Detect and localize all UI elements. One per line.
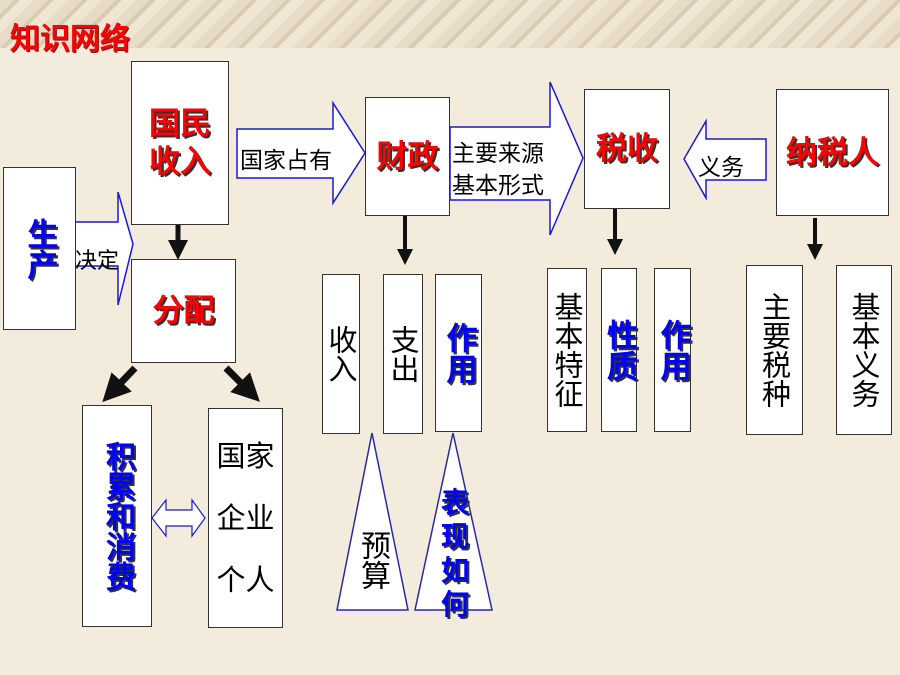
- node-tax-role: 作用: [654, 268, 691, 432]
- triangle-manifestation: [414, 432, 493, 611]
- label-budget: 预算: [355, 530, 390, 590]
- node-tax-features: 基本特征: [547, 268, 587, 432]
- node-tax: 税收: [584, 89, 670, 209]
- label-main-source: 主要来源: [452, 141, 544, 167]
- arrow-duty: [683, 118, 767, 201]
- node-state-enterprise-individual: 国家企业个人: [208, 408, 283, 628]
- label-manifestation: 表现如何: [440, 486, 469, 621]
- triangle-budget: [336, 432, 409, 611]
- node-production: 生产: [3, 167, 76, 330]
- node-text: 财政: [376, 138, 439, 175]
- arrow-main-source: [449, 81, 584, 236]
- decorative-border: [0, 0, 900, 48]
- label-basic-form: 基本形式: [452, 173, 544, 199]
- node-finance-expense: 支出: [383, 274, 423, 434]
- node-distribution: 分配: [131, 259, 236, 363]
- slide-title: 知识网络: [10, 22, 130, 57]
- node-text: 分配: [152, 293, 215, 329]
- label-decides: 决定: [75, 249, 120, 274]
- node-finance-role: 作用: [435, 274, 482, 432]
- node-taxpayer: 纳税人: [776, 89, 889, 216]
- node-text: 税收: [596, 131, 658, 167]
- node-main-taxes: 主要税种: [746, 265, 803, 435]
- arrow-state-owns: [236, 100, 366, 206]
- node-finance-income: 收入: [322, 274, 360, 434]
- node-text: 纳税人: [786, 134, 879, 171]
- arrow-decides: [72, 191, 134, 306]
- node-text: 主要税种: [757, 292, 792, 408]
- node-text: 基本特征: [550, 292, 584, 408]
- node-tax-nature: 性质: [601, 268, 637, 432]
- node-basic-duty: 基本义务: [836, 265, 892, 435]
- node-text: 国家企业个人: [216, 439, 275, 597]
- node-text: 作用: [440, 322, 477, 384]
- node-text: 国民收入: [149, 106, 211, 180]
- node-text: 性质: [601, 319, 637, 381]
- node-text: 收入: [324, 325, 358, 383]
- node-text: 生产: [21, 217, 58, 280]
- node-text: 支出: [386, 325, 420, 383]
- diagonal-arrow-icon: [102, 365, 138, 403]
- label-duty: 义务: [698, 155, 744, 181]
- node-text: 作用: [654, 319, 691, 381]
- node-text: 基本义务: [847, 292, 881, 408]
- diagonal-arrow-icon: [223, 365, 260, 402]
- node-national-income: 国民收入: [131, 61, 229, 225]
- node-finance: 财政: [365, 97, 450, 216]
- node-accumulation-consumption: 积累和消费: [82, 405, 152, 627]
- node-text: 积累和消费: [100, 441, 135, 591]
- label-state-owns: 国家占有: [240, 148, 332, 174]
- double-arrow: [151, 498, 206, 538]
